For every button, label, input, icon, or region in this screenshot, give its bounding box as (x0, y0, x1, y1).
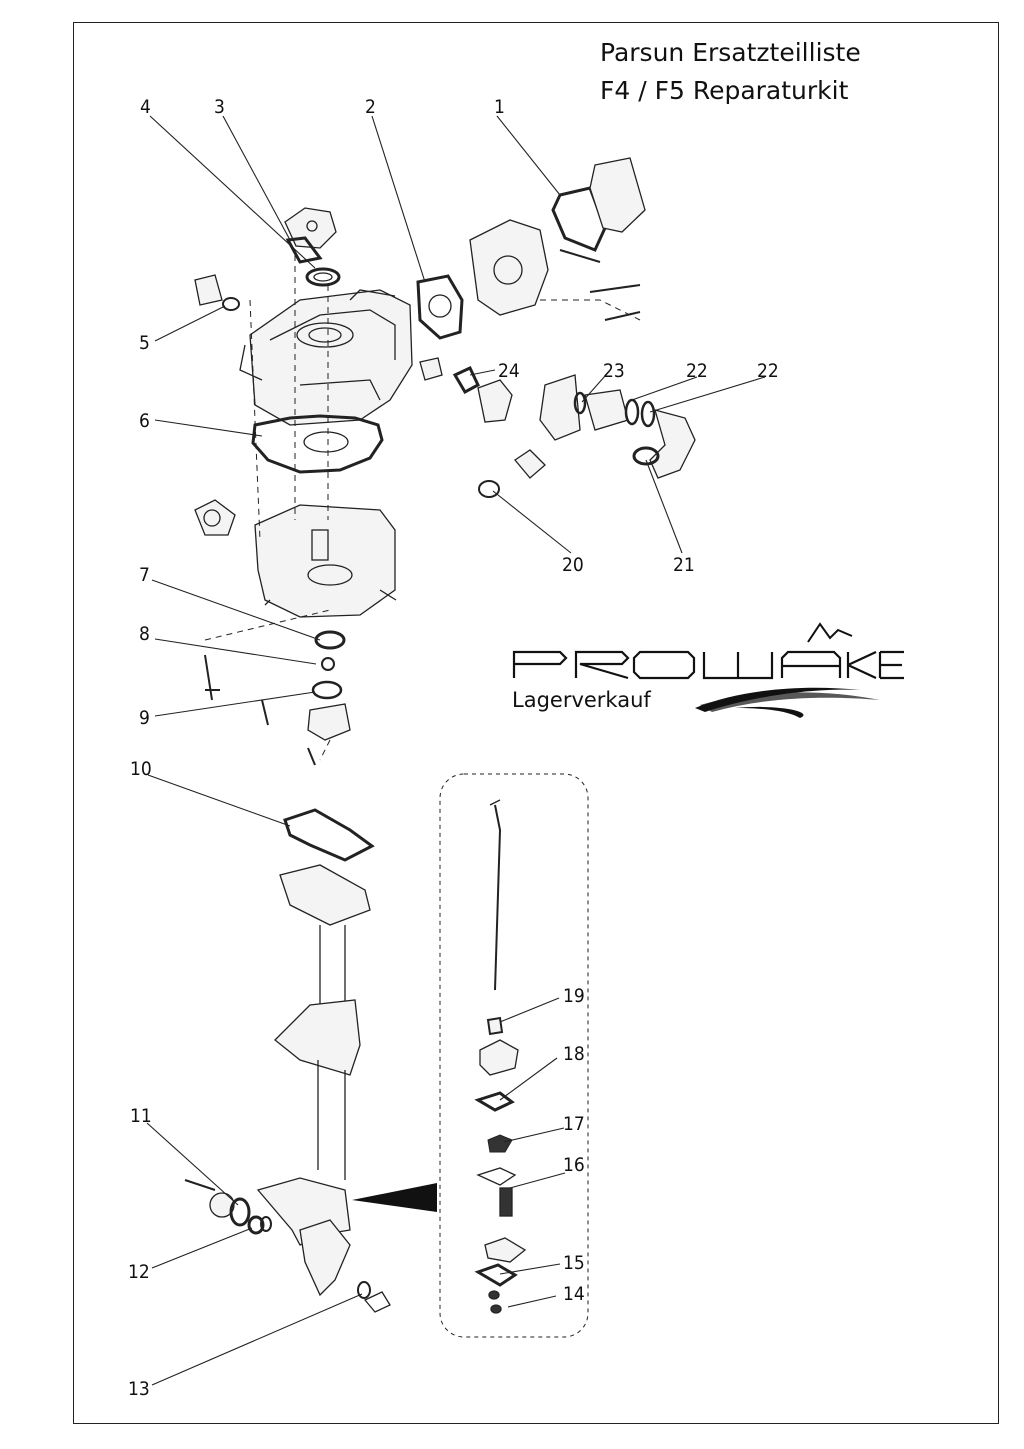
callout-12: 12 (128, 1261, 150, 1283)
callout-4: 4 (140, 96, 151, 118)
oil-seal (305, 267, 341, 287)
callout-3: 3 (214, 96, 225, 118)
crankcase-gasket (251, 414, 384, 474)
water-pump-inset-box (439, 773, 589, 1338)
callout-23: 23 (603, 360, 625, 382)
callout-24: 24 (498, 360, 520, 382)
callout-10: 10 (130, 758, 152, 780)
callout-20: 20 (562, 554, 584, 576)
water-pump-parts (474, 1016, 527, 1314)
carburetor (539, 374, 629, 441)
intake-manifold (632, 409, 696, 479)
logo-subtitle: Lagerverkauf (512, 688, 651, 712)
prowake-swoosh (695, 687, 880, 718)
page-title: Parsun Ersatzteilliste F4 / F5 Reparatur… (600, 34, 861, 110)
title-line-1: Parsun Ersatzteilliste (600, 38, 861, 67)
lower-crankcase (254, 504, 397, 618)
callout-22a: 22 (686, 360, 708, 382)
callout-8: 8 (139, 623, 150, 645)
water-tube (489, 799, 502, 991)
page-frame (73, 22, 999, 1424)
drive-shaft-housing (274, 864, 371, 1180)
cylinder-head-assembly (239, 289, 413, 426)
callout-9: 9 (139, 707, 150, 729)
inset-arrow (352, 1183, 437, 1212)
exhaust-gasket (283, 808, 375, 862)
callout-22b: 22 (757, 360, 779, 382)
small-o-ring-5 (194, 274, 240, 311)
prowake-logo (512, 622, 904, 680)
callout-11: 11 (130, 1105, 152, 1127)
callout-5: 5 (139, 332, 150, 354)
callout-13: 13 (128, 1378, 150, 1400)
callout-7: 7 (139, 564, 150, 586)
callout-1: 1 (494, 96, 505, 118)
head-cover-gasket (551, 157, 646, 252)
water-jacket-gasket (416, 274, 464, 340)
callout-17: 17 (563, 1113, 585, 1135)
callout-2: 2 (365, 96, 376, 118)
callout-18: 18 (563, 1043, 585, 1065)
callout-16: 16 (563, 1154, 585, 1176)
callout-21: 21 (673, 554, 695, 576)
callout-14: 14 (563, 1283, 585, 1305)
callout-19: 19 (563, 985, 585, 1007)
choke-knob (478, 449, 546, 498)
carburetor-gaskets (624, 398, 656, 428)
callout-6: 6 (139, 410, 150, 432)
thermostat-cover (284, 207, 337, 249)
callout-15: 15 (563, 1252, 585, 1274)
propshaft-seals (229, 1197, 272, 1235)
lower-parts-7-9 (204, 630, 351, 766)
starter-pulley (194, 499, 236, 536)
water-jacket-cover (469, 219, 641, 321)
fuel-pump (419, 357, 513, 423)
thermostat-gasket (285, 236, 323, 264)
drain-screw-washer (357, 1281, 371, 1299)
title-line-2: F4 / F5 Reparaturkit (600, 76, 849, 105)
lower-unit (184, 1177, 391, 1313)
